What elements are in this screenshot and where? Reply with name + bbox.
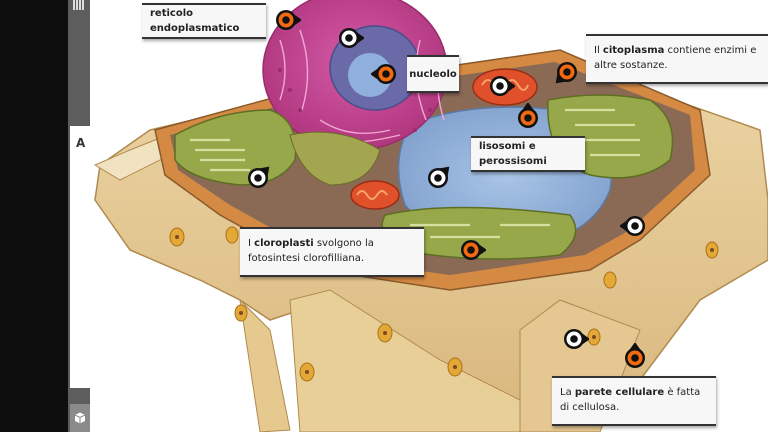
hotspot-marker-icon (625, 343, 645, 368)
hotspot-marker-icon (276, 10, 301, 30)
marker-citoplasma[interactable] (552, 57, 582, 87)
label-text: nucleolo (409, 68, 457, 80)
marker-nucleo[interactable] (334, 23, 364, 53)
label-text-pre: Il (594, 45, 603, 56)
label-parete-cellulare: La parete cellulare è fatta di cellulosa… (552, 376, 716, 426)
plant-cell-illustration (93, 0, 768, 433)
sidebar-edge (68, 126, 70, 388)
sidebar: A (68, 0, 90, 432)
plant-cell-diagram: reticolo endoplasmatico nucleolo lisosom… (90, 0, 768, 433)
label-nucleolo: nucleolo (407, 55, 459, 93)
marker-parete-cellulare[interactable] (620, 343, 650, 373)
books-icon[interactable] (73, 0, 85, 10)
black-margin (0, 0, 68, 432)
label-text-post: è fatta di cellulosa. (560, 387, 701, 413)
hotspot-marker-icon (490, 76, 515, 96)
sidebar-top (68, 0, 90, 126)
hotspot-marker-icon (564, 329, 589, 349)
label-lisosomi-perossisomi: lisosomi e perossisomi (471, 136, 585, 172)
label-cloroplasti: I cloroplasti svolgono la fotosintesi cl… (240, 227, 424, 277)
label-text-bold: cloroplasti (254, 238, 314, 249)
cube-icon (74, 412, 86, 424)
hotspot-marker-icon (371, 64, 396, 84)
label-text-pre: La (560, 387, 575, 398)
hotspot-marker-icon (339, 28, 364, 48)
marker-nucleolo[interactable] (371, 59, 401, 89)
marker-reticolo-endoplasmatico[interactable] (271, 5, 301, 35)
hotspot-marker-icon (248, 166, 270, 188)
marker-vacuolo[interactable] (423, 163, 453, 193)
sidebar-tab-label: A (76, 136, 86, 150)
label-text: reticolo endoplasmatico (150, 8, 240, 34)
sidebar-tab[interactable]: A (70, 126, 90, 388)
hotspot-marker-icon (461, 240, 486, 260)
label-text-post: contiene enzimi e altre sostanze. (594, 45, 757, 71)
marker-lisosomi[interactable] (513, 103, 543, 133)
label-text: lisosomi e perossisomi (479, 141, 547, 167)
label-reticolo-endoplasmatico: reticolo endoplasmatico (142, 3, 266, 39)
label-text-post: svolgono la fotosintesi clorofilliana. (248, 238, 374, 264)
label-citoplasma: Il citoplasma contiene enzimi e altre so… (586, 34, 768, 84)
label-text-bold: parete cellulare (574, 387, 665, 398)
hotspot-marker-icon (620, 216, 645, 236)
marker-plasmodesma[interactable] (559, 324, 589, 354)
label-text-pre: I (248, 238, 255, 249)
marker-membrana[interactable] (620, 211, 650, 241)
marker-cloroplasti[interactable] (456, 235, 486, 265)
cube-button[interactable] (70, 404, 90, 432)
label-text-bold: citoplasma (602, 45, 665, 56)
marker-mitocondrio[interactable] (485, 71, 515, 101)
marker-cloroplasto-left[interactable] (243, 163, 273, 193)
hotspot-marker-icon (518, 103, 538, 128)
hotspot-marker-icon (428, 166, 450, 188)
hotspot-marker-icon (555, 62, 577, 84)
